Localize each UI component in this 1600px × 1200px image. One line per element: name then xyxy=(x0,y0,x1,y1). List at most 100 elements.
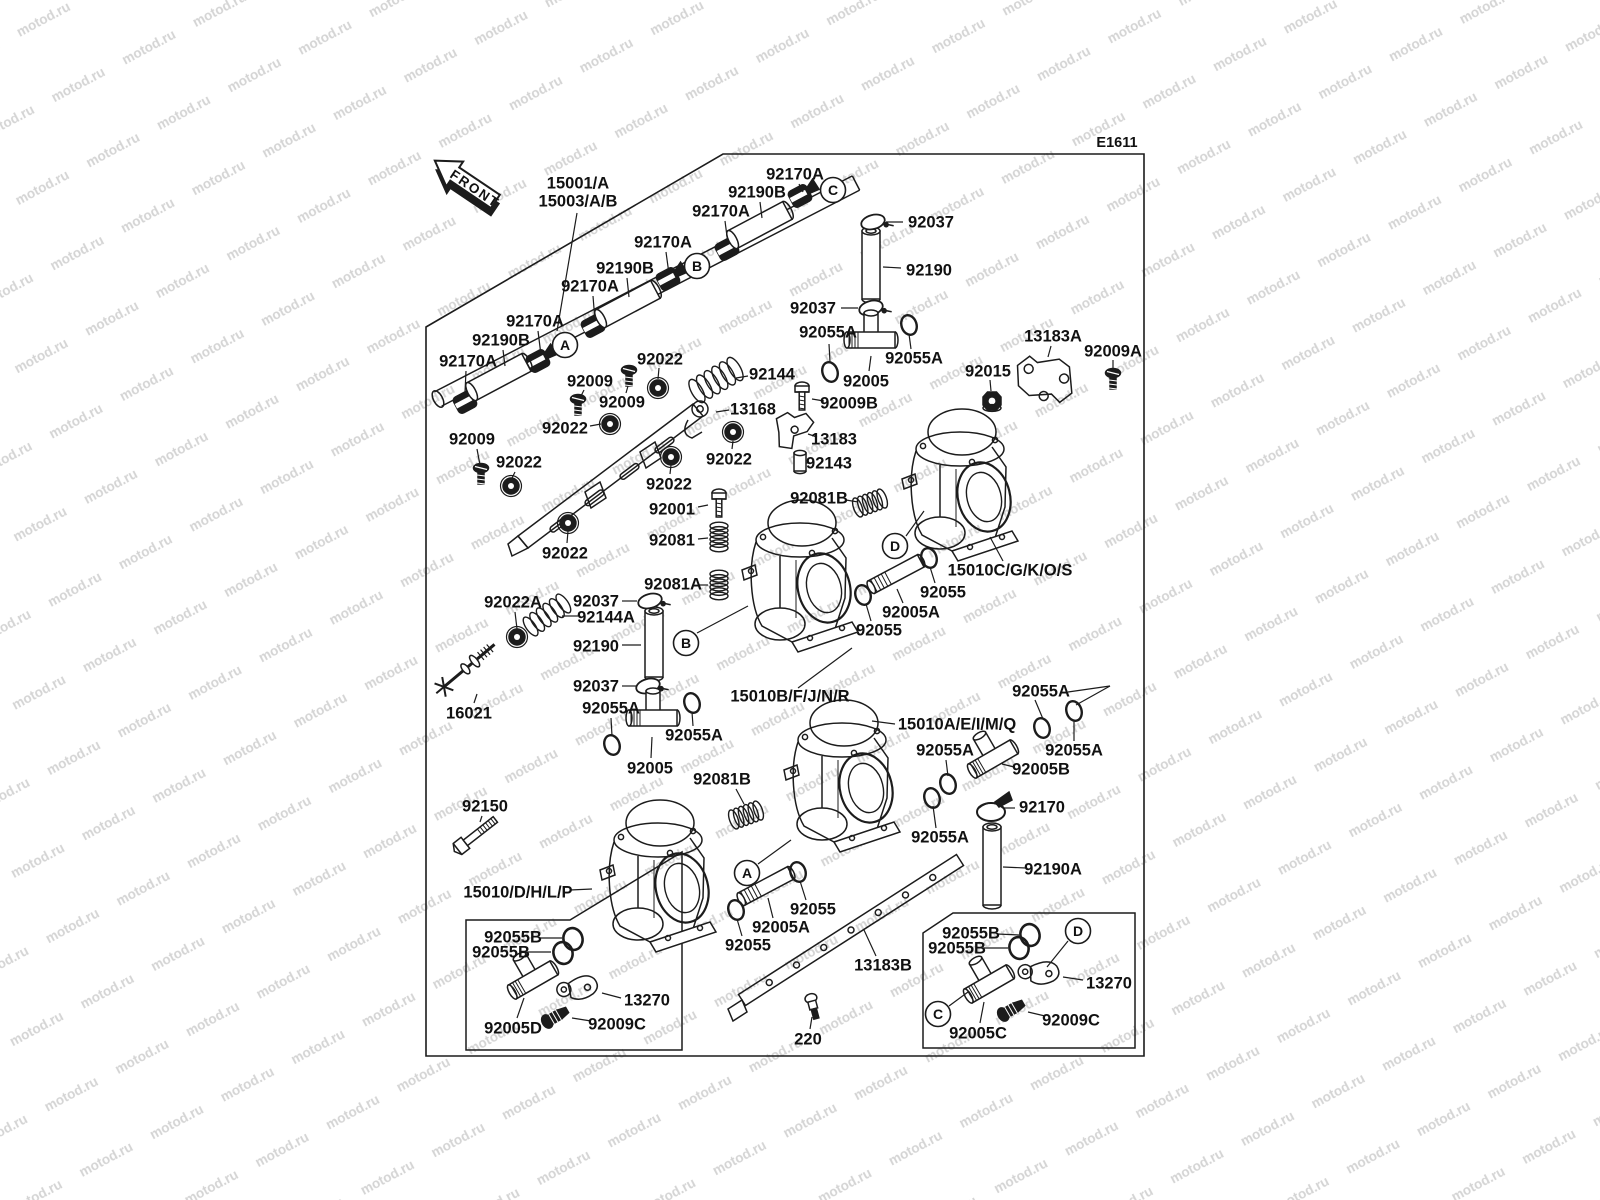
part-label: 92022 xyxy=(542,420,588,438)
part-bolt xyxy=(794,381,810,411)
part-spring xyxy=(522,593,572,637)
part-screw-220 xyxy=(804,992,820,1021)
part-label: 13183 xyxy=(811,431,857,449)
part-label: 92170A xyxy=(439,353,497,371)
part-label: 92009 xyxy=(599,394,645,412)
part-label: 92009 xyxy=(449,431,495,449)
part-label: 92022 xyxy=(637,351,683,369)
part-label: 92055A xyxy=(1045,742,1103,760)
detail-box-left xyxy=(465,850,683,1051)
ref-circle-letter: A xyxy=(560,337,570,353)
part-tube-clamp xyxy=(637,592,671,610)
part-carburetor-body xyxy=(901,408,1020,562)
part-o-ring xyxy=(1033,717,1051,739)
part-fuel-tube xyxy=(726,200,794,250)
part-carburetor-body xyxy=(599,799,718,953)
ref-circle-B: B xyxy=(683,252,711,280)
part-label: 92055 xyxy=(790,901,836,919)
part-label: 92055B xyxy=(928,940,986,958)
part-o-ring xyxy=(603,734,621,756)
part-label: 92055B xyxy=(942,925,1000,943)
part-spring xyxy=(727,800,765,830)
part-label: 16021 xyxy=(446,705,492,723)
part-label: 92170A xyxy=(634,234,692,252)
ref-circle-letter: B xyxy=(692,258,702,274)
part-hose-clamp xyxy=(655,260,689,291)
part-washer xyxy=(556,511,580,535)
part-o-ring xyxy=(789,861,807,883)
part-o-ring xyxy=(923,787,941,809)
part-label: 92190B xyxy=(596,260,654,278)
part-label: 92144A xyxy=(577,609,635,627)
part-t-fitting xyxy=(966,730,1020,779)
part-label: 92005C xyxy=(949,1025,1007,1043)
part-o-ring xyxy=(939,773,957,795)
part-screw-tapered xyxy=(540,1006,570,1029)
part-label: 92022 xyxy=(542,545,588,563)
part-label: 92009C xyxy=(1042,1012,1100,1030)
part-label: 92143 xyxy=(806,455,852,473)
ref-circle-letter: B xyxy=(681,635,691,651)
part-label: 92009B xyxy=(820,395,878,413)
part-label: 92005A xyxy=(882,604,940,622)
part-collar-92143 xyxy=(793,449,807,475)
part-o-ring-large xyxy=(1008,935,1030,961)
part-hose-clamp xyxy=(787,177,821,208)
part-label: 92190B xyxy=(472,332,530,350)
part-label: 92190B xyxy=(728,184,786,202)
ref-circle-D: D xyxy=(1064,917,1092,945)
part-tube-clamp xyxy=(860,213,894,231)
part-washer xyxy=(659,445,683,469)
part-label: 92170A xyxy=(506,313,564,331)
part-o-ring xyxy=(1065,700,1083,722)
part-t-fitting xyxy=(962,955,1016,1004)
part-label: 13183A xyxy=(1024,328,1082,346)
diagram-frame xyxy=(425,153,1145,1057)
part-spring xyxy=(851,488,889,518)
ref-circle-letter: D xyxy=(890,538,900,554)
part-label: 92055A xyxy=(916,742,974,760)
part-label: 15010C/G/K/O/S xyxy=(948,562,1073,580)
part-label: 92005D xyxy=(484,1020,542,1038)
part-label: 220 xyxy=(794,1031,822,1049)
part-fuel-pipe xyxy=(866,553,926,595)
part-label: 92055B xyxy=(472,944,530,962)
part-label: 92170A xyxy=(766,166,824,184)
part-t-fitting xyxy=(843,309,899,349)
detail-box-right xyxy=(922,912,1136,1049)
ref-circle-D: D xyxy=(881,532,909,560)
part-label: 15001/A xyxy=(547,175,609,193)
part-washer xyxy=(646,376,670,400)
part-label: 92081 xyxy=(649,532,695,550)
part-o-ring xyxy=(920,547,938,569)
part-label: 92055A xyxy=(1012,683,1070,701)
part-label: 92001 xyxy=(649,501,695,519)
part-spring xyxy=(688,356,744,404)
part-label: 92190 xyxy=(573,638,619,656)
part-screw-tapered xyxy=(996,999,1026,1022)
part-vent-tube xyxy=(861,226,881,304)
part-choke-lever-13183 xyxy=(775,411,815,450)
part-label: 13270 xyxy=(1086,975,1132,993)
part-label: 92170A xyxy=(561,278,619,296)
part-label: 92144 xyxy=(749,366,796,384)
ref-circle-letter: A xyxy=(742,865,752,881)
part-carburetor-body xyxy=(783,699,902,853)
part-label: 92055A xyxy=(885,350,943,368)
part-o-ring-large xyxy=(552,940,574,966)
part-label: 92009A xyxy=(1084,343,1142,361)
part-label: 13168 xyxy=(730,401,776,419)
part-label: 13183B xyxy=(854,957,912,975)
part-label: 13270 xyxy=(624,992,670,1010)
part-labels: 15001/A15003/A/B92170A92190B92170A920379… xyxy=(439,166,1142,1049)
part-label: 92015 xyxy=(965,363,1011,381)
part-label: 92081B xyxy=(693,771,751,789)
part-washer xyxy=(721,420,745,444)
part-drain-clamp xyxy=(976,790,1013,822)
part-o-ring xyxy=(900,314,918,336)
leader-lines xyxy=(464,183,1114,1030)
line-art-layer xyxy=(425,153,1145,1057)
part-fuel-tube xyxy=(465,352,533,402)
part-label: 92055A xyxy=(799,324,857,342)
